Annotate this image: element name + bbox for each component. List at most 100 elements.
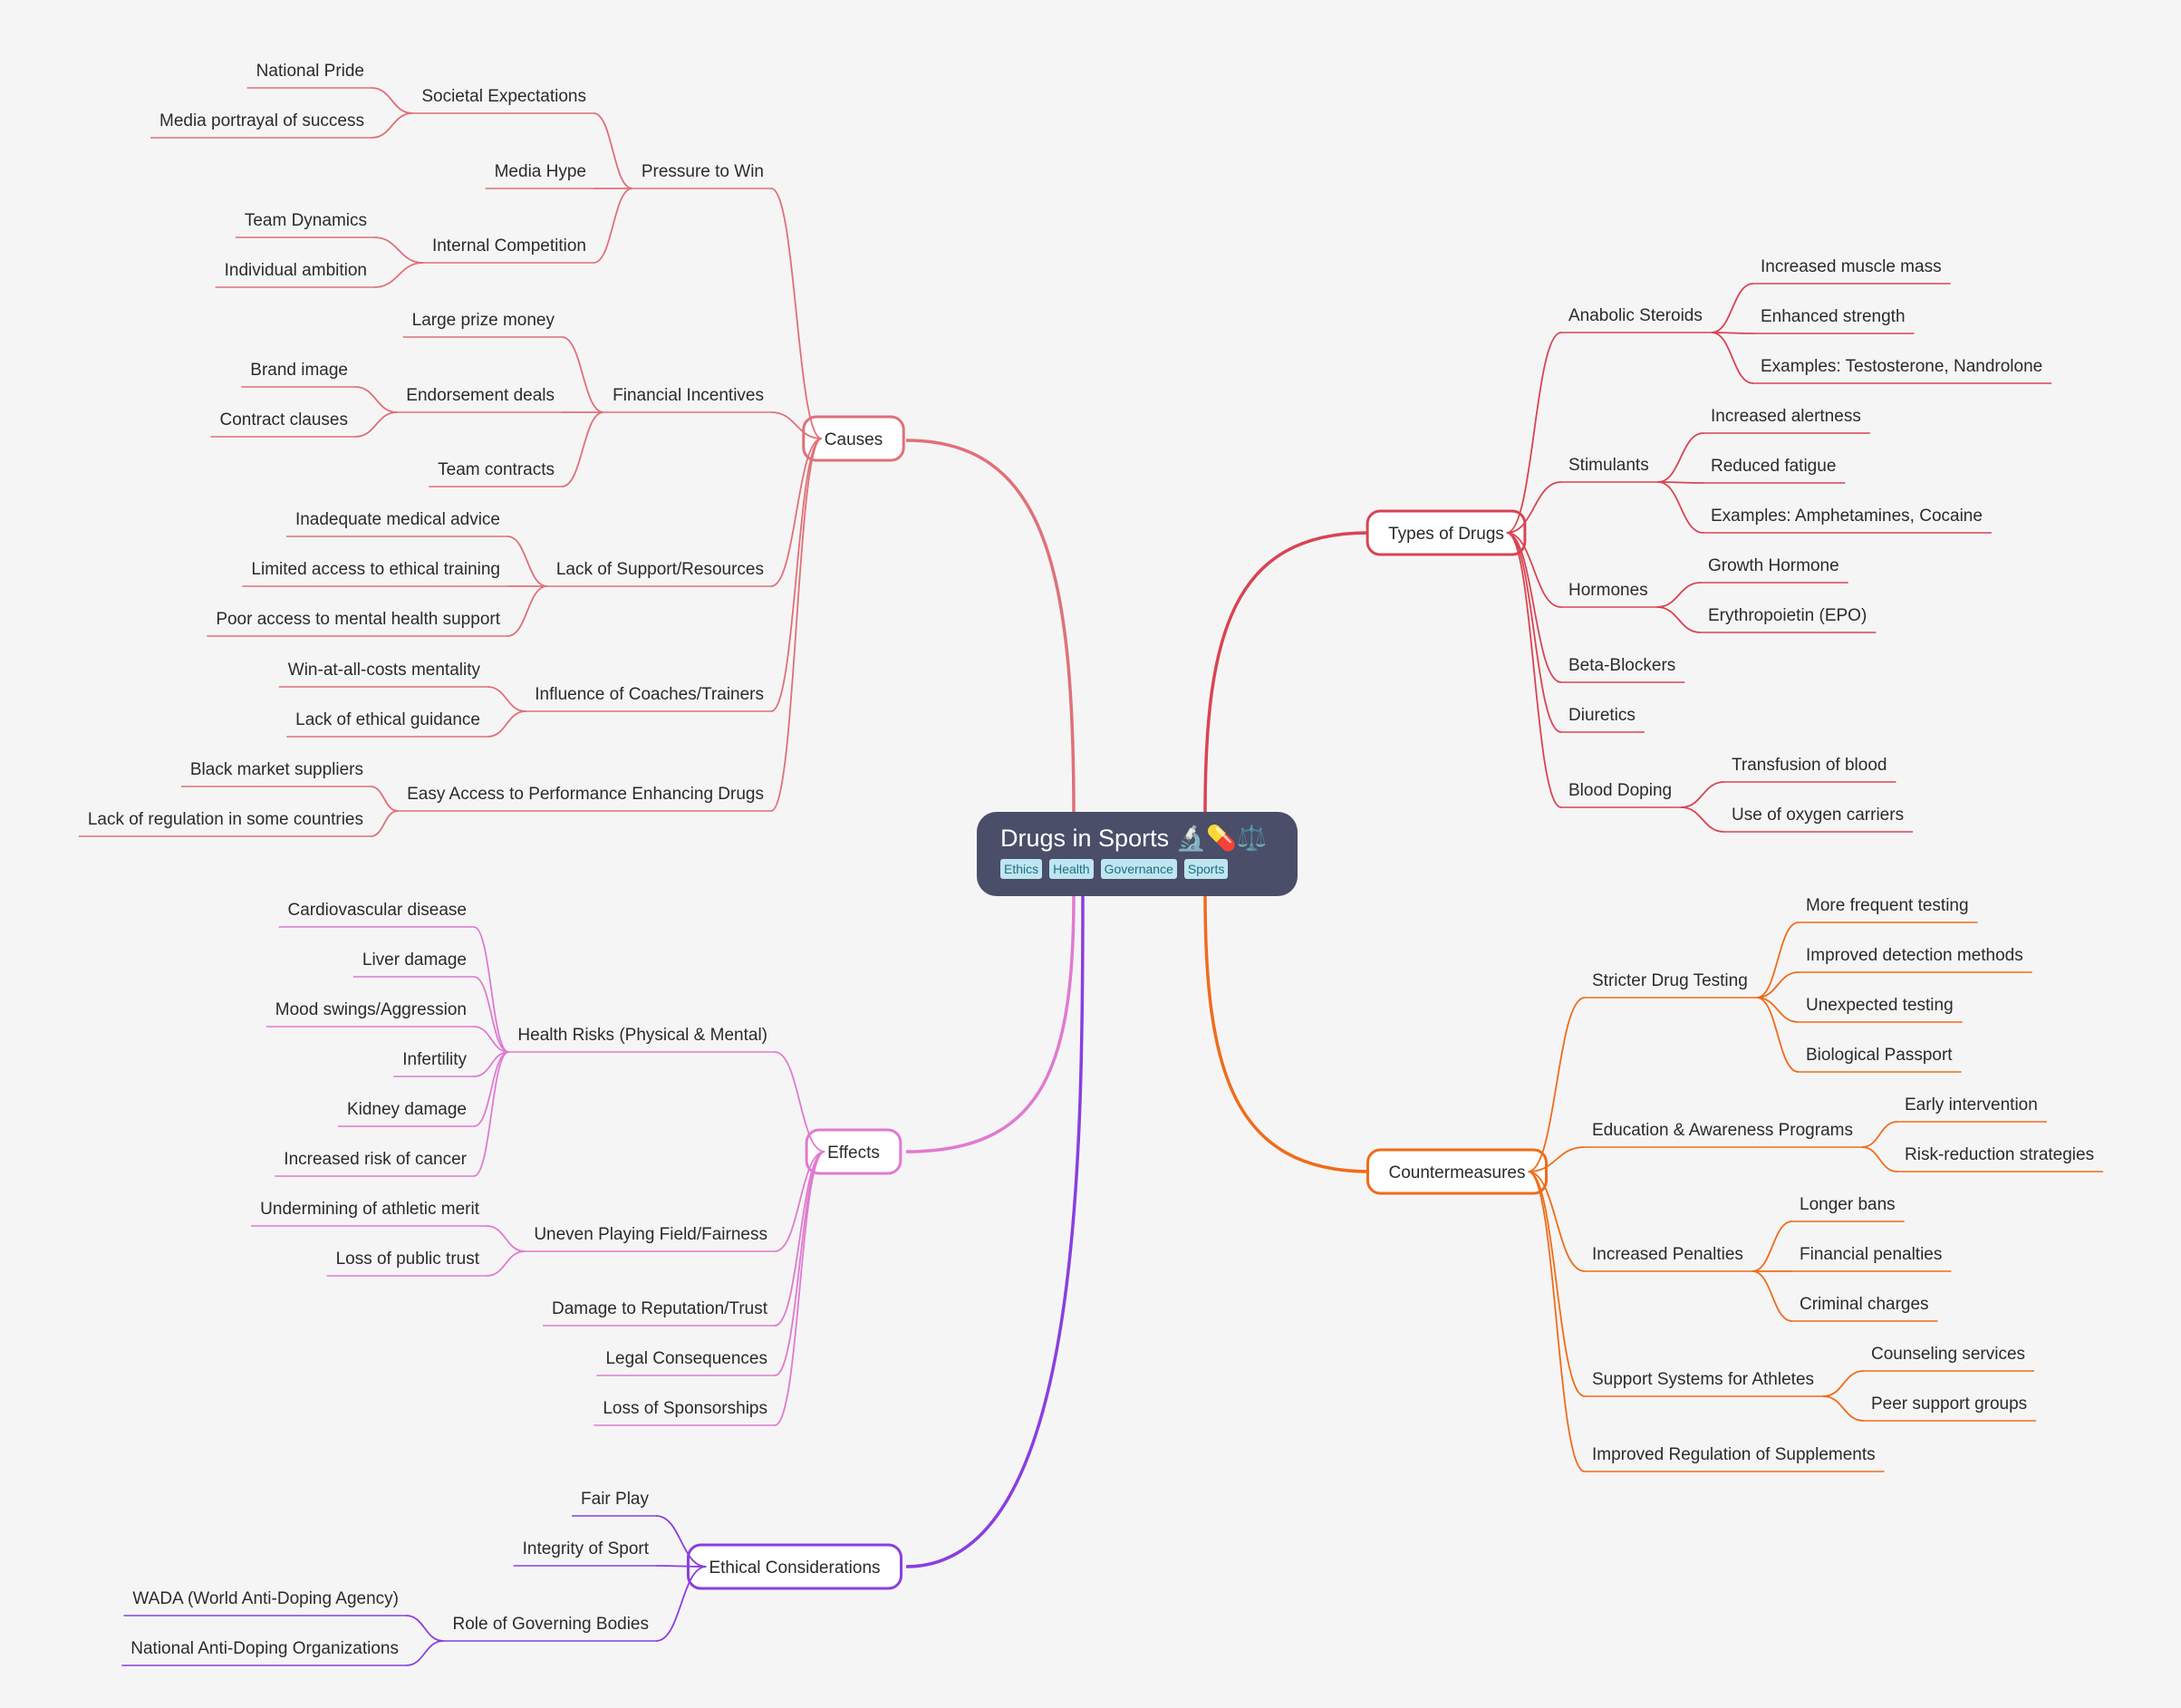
node-unexpected-testing[interactable]: Unexpected testing: [1806, 996, 1954, 1015]
node-wada-world-anti-doping-agency[interactable]: WADA (World Anti-Doping Agency): [132, 1589, 399, 1608]
node-health-risks-physical-mental[interactable]: Health Risks (Physical & Mental): [517, 1026, 767, 1045]
node-beta-blockers[interactable]: Beta-Blockers: [1568, 656, 1675, 675]
node-undermining-of-athletic-merit[interactable]: Undermining of athletic merit: [260, 1200, 480, 1219]
node-kidney-damage[interactable]: Kidney damage: [347, 1100, 467, 1119]
node-growth-hormone[interactable]: Growth Hormone: [1708, 556, 1839, 575]
node-integrity-of-sport[interactable]: Integrity of Sport: [523, 1539, 650, 1558]
node-enhanced-strength[interactable]: Enhanced strength: [1761, 307, 1906, 326]
node-pressure-to-win[interactable]: Pressure to Win: [642, 162, 764, 181]
connector-line: [770, 438, 823, 812]
central-topic[interactable]: Drugs in Sports 🔬💊⚖️ Ethics Health Gover…: [977, 812, 1298, 896]
node-education-awareness-programs[interactable]: Education & Awareness Programs: [1592, 1121, 1853, 1140]
connector-line: [507, 585, 547, 637]
node-limited-access-to-ethical-training[interactable]: Limited access to ethical training: [251, 560, 500, 579]
node-criminal-charges[interactable]: Criminal charges: [1800, 1295, 1929, 1314]
node-risk-reduction-strategies[interactable]: Risk-reduction strategies: [1905, 1145, 2094, 1164]
node-increased-alertness[interactable]: Increased alertness: [1711, 407, 1861, 426]
node-hormones[interactable]: Hormones: [1568, 581, 1648, 600]
branch-types-of-drugs[interactable]: [1366, 509, 1527, 556]
node-easy-access-to-performance-enhancing-drugs[interactable]: Easy Access to Performance Enhancing Dru…: [407, 785, 764, 804]
node-erythropoietin-epo[interactable]: Erythropoietin (EPO): [1708, 606, 1867, 625]
node-black-market-suppliers[interactable]: Black market suppliers: [190, 760, 363, 779]
connector-line: [774, 1151, 825, 1252]
connector-line: [1752, 1221, 1793, 1272]
connector-line: [1656, 582, 1702, 608]
node-stimulants[interactable]: Stimulants: [1568, 456, 1649, 475]
node-lack-of-regulation-in-some-countries[interactable]: Lack of regulation in some countries: [88, 810, 363, 829]
node-increased-muscle-mass[interactable]: Increased muscle mass: [1761, 257, 1942, 276]
node-loss-of-sponsorships[interactable]: Loss of Sponsorships: [603, 1399, 767, 1418]
node-uneven-playing-field-fairness[interactable]: Uneven Playing Field/Fairness: [534, 1225, 767, 1244]
node-blood-doping[interactable]: Blood Doping: [1568, 781, 1672, 800]
connector-line: [370, 810, 399, 837]
node-biological-passport[interactable]: Biological Passport: [1806, 1046, 1953, 1065]
branch-countermeasures[interactable]: [1366, 1148, 1549, 1195]
node-fair-play[interactable]: Fair Play: [581, 1490, 649, 1509]
node-peer-support-groups[interactable]: Peer support groups: [1871, 1394, 2027, 1414]
node-individual-ambition[interactable]: Individual ambition: [225, 261, 367, 280]
tag-health[interactable]: Health: [1049, 859, 1094, 879]
connector-line: [371, 112, 413, 139]
node-team-dynamics[interactable]: Team Dynamics: [245, 211, 367, 230]
node-lack-of-support-resources[interactable]: Lack of Support/Resources: [556, 560, 764, 579]
node-counseling-services[interactable]: Counseling services: [1871, 1345, 2025, 1364]
node-societal-expectations[interactable]: Societal Expectations: [421, 87, 586, 106]
node-contract-clauses[interactable]: Contract clauses: [219, 410, 348, 429]
node-improved-regulation-of-supplements[interactable]: Improved Regulation of Supplements: [1592, 1445, 1876, 1464]
node-liver-damage[interactable]: Liver damage: [362, 950, 467, 970]
node-large-prize-money[interactable]: Large prize money: [412, 311, 555, 330]
node-improved-detection-methods[interactable]: Improved detection methods: [1806, 946, 2023, 965]
node-longer-bans[interactable]: Longer bans: [1800, 1195, 1896, 1214]
branch-effects[interactable]: [805, 1128, 902, 1175]
node-anabolic-steroids[interactable]: Anabolic Steroids: [1568, 306, 1703, 325]
connector-line: [1657, 481, 1704, 484]
node-mood-swings-aggression[interactable]: Mood swings/Aggression: [275, 1000, 467, 1019]
node-influence-of-coaches-trainers[interactable]: Influence of Coaches/Trainers: [535, 685, 764, 704]
node-media-hype[interactable]: Media Hype: [495, 162, 586, 181]
node-loss-of-public-trust[interactable]: Loss of public trust: [336, 1250, 480, 1269]
node-diuretics[interactable]: Diuretics: [1568, 706, 1636, 725]
node-team-contracts[interactable]: Team contracts: [438, 460, 555, 479]
main-connector: [905, 893, 1085, 1568]
node-media-portrayal-of-success[interactable]: Media portrayal of success: [159, 111, 364, 130]
branch-causes-label: Causes: [825, 430, 883, 449]
node-reduced-fatigue[interactable]: Reduced fatigue: [1711, 457, 1836, 476]
connector-line: [486, 1250, 526, 1277]
tag-ethics[interactable]: Ethics: [1000, 859, 1043, 879]
node-financial-penalties[interactable]: Financial penalties: [1800, 1245, 1942, 1264]
node-examples-testosterone-nandrolone[interactable]: Examples: Testosterone, Nandrolone: [1761, 357, 2042, 376]
connector-line: [1657, 481, 1704, 534]
node-financial-incentives[interactable]: Financial Incentives: [613, 386, 764, 405]
node-increased-penalties[interactable]: Increased Penalties: [1592, 1245, 1743, 1264]
node-examples-amphetamines-cocaine[interactable]: Examples: Amphetamines, Cocaine: [1711, 507, 1983, 526]
node-poor-access-to-mental-health-support[interactable]: Poor access to mental health support: [216, 610, 500, 629]
node-infertility[interactable]: Infertility: [402, 1050, 467, 1069]
node-national-anti-doping-organizations[interactable]: National Anti-Doping Organizations: [130, 1639, 399, 1658]
node-early-intervention[interactable]: Early intervention: [1905, 1095, 2038, 1115]
node-win-at-all-costs-mentality[interactable]: Win-at-all-costs mentality: [288, 661, 481, 680]
node-more-frequent-testing[interactable]: More frequent testing: [1806, 896, 1969, 915]
node-cardiovascular-disease[interactable]: Cardiovascular disease: [288, 901, 468, 920]
node-endorsement-deals[interactable]: Endorsement deals: [406, 386, 555, 405]
node-internal-competition[interactable]: Internal Competition: [432, 236, 586, 256]
node-national-pride[interactable]: National Pride: [256, 62, 364, 81]
connector-line: [561, 336, 604, 413]
node-stricter-drug-testing[interactable]: Stricter Drug Testing: [1592, 971, 1748, 990]
branch-causes[interactable]: [802, 415, 905, 462]
node-support-systems-for-athletes[interactable]: Support Systems for Athletes: [1592, 1370, 1814, 1389]
node-transfusion-of-blood[interactable]: Transfusion of blood: [1732, 756, 1887, 775]
connector-line: [1506, 481, 1562, 534]
node-lack-of-ethical-guidance[interactable]: Lack of ethical guidance: [295, 710, 480, 729]
node-brand-image[interactable]: Brand image: [250, 361, 348, 380]
tag-governance[interactable]: Governance: [1100, 859, 1177, 879]
connector-line: [1822, 1395, 1865, 1422]
node-increased-risk-of-cancer[interactable]: Increased risk of cancer: [284, 1150, 467, 1169]
tag-sports[interactable]: Sports: [1183, 859, 1229, 879]
node-inadequate-medical-advice[interactable]: Inadequate medical advice: [295, 510, 500, 529]
node-legal-consequences[interactable]: Legal Consequences: [605, 1349, 767, 1368]
node-damage-to-reputation-trust[interactable]: Damage to Reputation/Trust: [552, 1299, 768, 1318]
node-role-of-governing-bodies[interactable]: Role of Governing Bodies: [452, 1615, 649, 1634]
connector-line: [774, 1051, 825, 1153]
connector-line: [1657, 432, 1704, 483]
node-use-of-oxygen-carriers[interactable]: Use of oxygen carriers: [1732, 806, 1904, 825]
